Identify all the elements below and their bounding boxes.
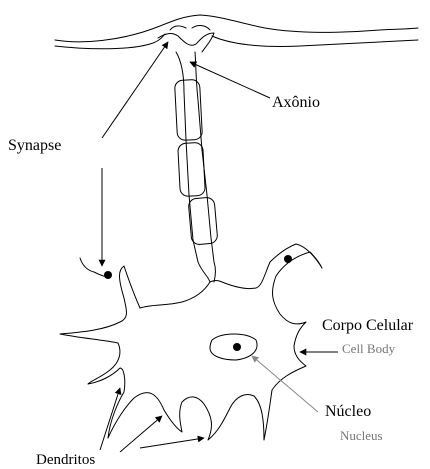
synapse-dot-left [104, 271, 112, 279]
dendrite-arrow-1 [100, 388, 120, 450]
cell-body-old-label: Cell Body [342, 342, 395, 355]
axon-label: Axônio [272, 95, 320, 111]
synapse-label: Synapse [8, 138, 61, 154]
nucleus-old-label: Nucleus [340, 429, 383, 442]
nucleolus-dot [233, 343, 241, 351]
axon-left [176, 52, 210, 282]
dendrites-label: Dendritos [36, 453, 95, 468]
target-membrane [55, 15, 418, 42]
axon-arrow [190, 62, 270, 98]
nucleus-arrow [252, 356, 318, 412]
cell-body-label: Corpo Celular [322, 318, 413, 334]
axon-right [195, 52, 216, 282]
myelin-segment [178, 142, 206, 196]
cell-body-outline [60, 244, 322, 440]
dendrite-arrow-3 [140, 438, 204, 448]
synapse-dot-right [284, 255, 292, 263]
synaptic-terminal [158, 33, 214, 52]
dendrite-arrow-2 [120, 416, 162, 452]
nucleus-label: Núcleo [325, 404, 371, 420]
synapse-arrow-up [102, 42, 168, 138]
